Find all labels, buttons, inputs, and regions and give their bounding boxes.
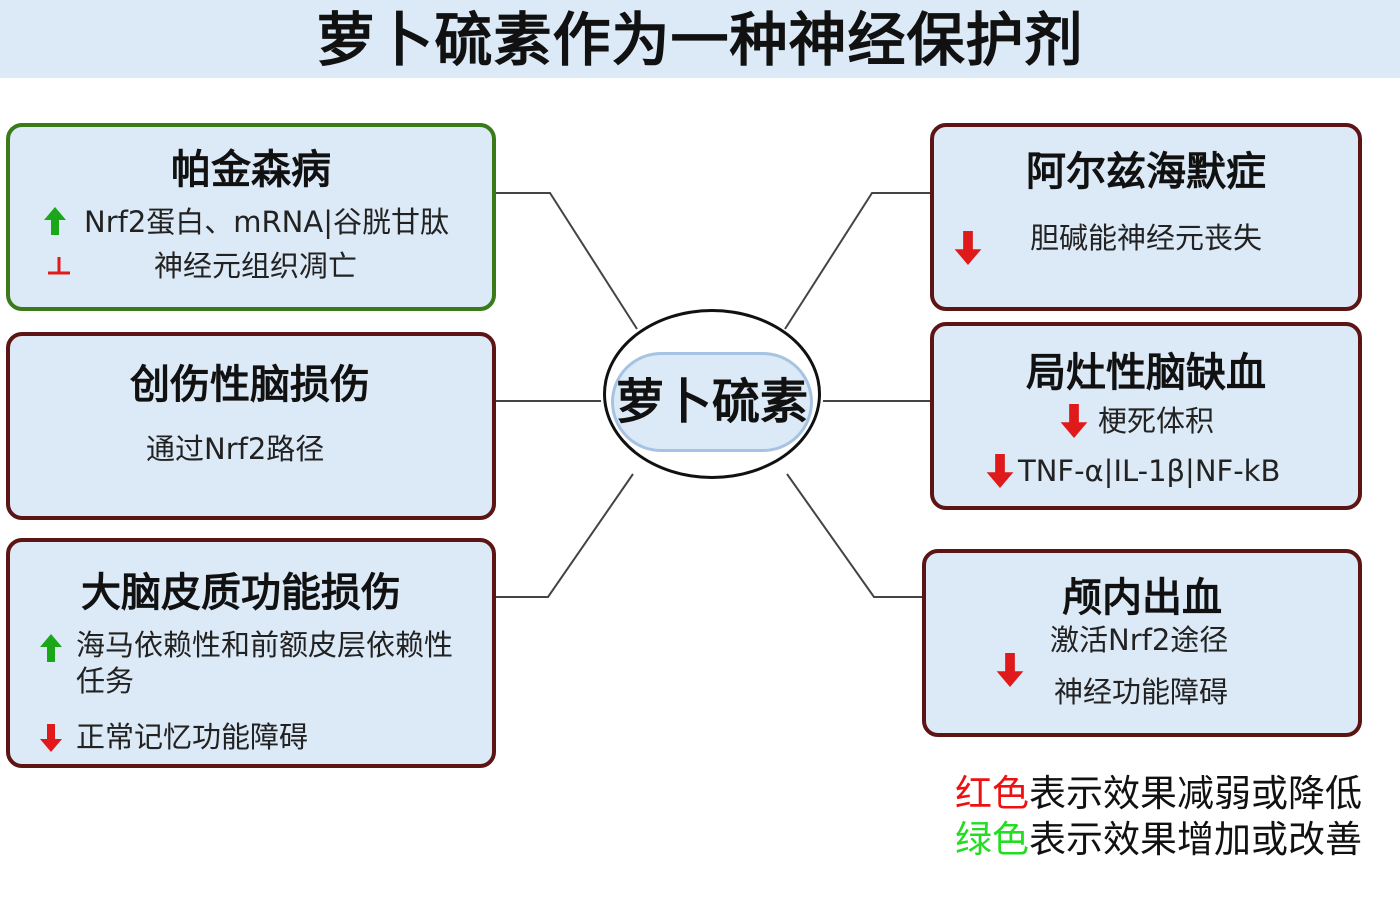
legend-red-word: 红色 (955, 772, 1029, 815)
alzheimer-item-1: 胆碱能神经元丧失 (1030, 221, 1263, 255)
box-title: 阿尔兹海默症 (1026, 149, 1266, 195)
cortex-item-1: 海马依赖性和前额皮层依赖性 (76, 628, 454, 662)
cortex-item-2: 任务 (76, 664, 135, 698)
ischemia-item-1: 梗死体积 (1098, 404, 1215, 438)
parkinson-item-2: 神经元组织凋亡 (154, 249, 358, 283)
parkinson-item-1: Nrf2蛋白、mRNA|谷胱甘肽 (84, 205, 449, 239)
box-ischemia: 局灶性脑缺血 梗死体积 TNF-α|IL-1β|NF-kB (930, 322, 1362, 510)
legend-green-word: 绿色 (955, 818, 1029, 861)
box-title: 创伤性脑损伤 (130, 362, 370, 408)
center-node-label: 萝卜硫素 (615, 374, 808, 430)
connector-cortex (496, 473, 634, 598)
arrow-down-icon (954, 231, 982, 265)
box-tbi: 创伤性脑损伤 通过Nrf2路径 (6, 332, 496, 520)
hemorrhage-item-1: 激活Nrf2途径 (1050, 623, 1229, 657)
arrow-up-icon (44, 207, 66, 235)
legend-green-text: 表示效果增加或改善 (1029, 818, 1362, 861)
box-title: 帕金森病 (171, 147, 331, 193)
arrow-down-icon (986, 454, 1014, 488)
box-cortex: 大脑皮质功能损伤 海马依赖性和前额皮层依赖性 任务 正常记忆功能障碍 (6, 538, 496, 768)
arrow-down-icon (1060, 404, 1088, 438)
cortex-item-3: 正常记忆功能障碍 (76, 720, 309, 754)
arrow-up-icon (40, 634, 62, 662)
title-bar (0, 0, 1400, 78)
legend-green: 绿色表示效果增加或改善 (955, 818, 1362, 862)
inhibit-icon (48, 257, 70, 275)
hemorrhage-item-2: 神经功能障碍 (1054, 675, 1229, 709)
legend-red: 红色表示效果减弱或降低 (955, 772, 1362, 816)
box-title: 局灶性脑缺血 (1026, 350, 1266, 396)
center-node-pill (611, 352, 813, 452)
box-title: 大脑皮质功能损伤 (81, 570, 401, 616)
connector-alzheimer (784, 192, 930, 330)
ischemia-item-2: TNF-α|IL-1β|NF-kB (1018, 454, 1281, 488)
page-title: 萝卜硫素作为一种神经保护剂 (316, 6, 1084, 74)
connector-parkinson (496, 192, 638, 330)
tbi-item-1: 通过Nrf2路径 (146, 432, 325, 466)
box-parkinson: 帕金森病 Nrf2蛋白、mRNA|谷胱甘肽 神经元组织凋亡 (6, 123, 496, 311)
box-hemorrhage: 颅内出血 激活Nrf2途径 神经功能障碍 (922, 549, 1362, 737)
arrow-down-icon (40, 724, 62, 752)
connector-hemorrhage (786, 473, 922, 598)
box-title: 颅内出血 (1062, 575, 1222, 621)
box-alzheimer: 阿尔兹海默症 胆碱能神经元丧失 (930, 123, 1362, 311)
legend-red-text: 表示效果减弱或降低 (1029, 772, 1362, 815)
arrow-down-icon (996, 653, 1024, 687)
